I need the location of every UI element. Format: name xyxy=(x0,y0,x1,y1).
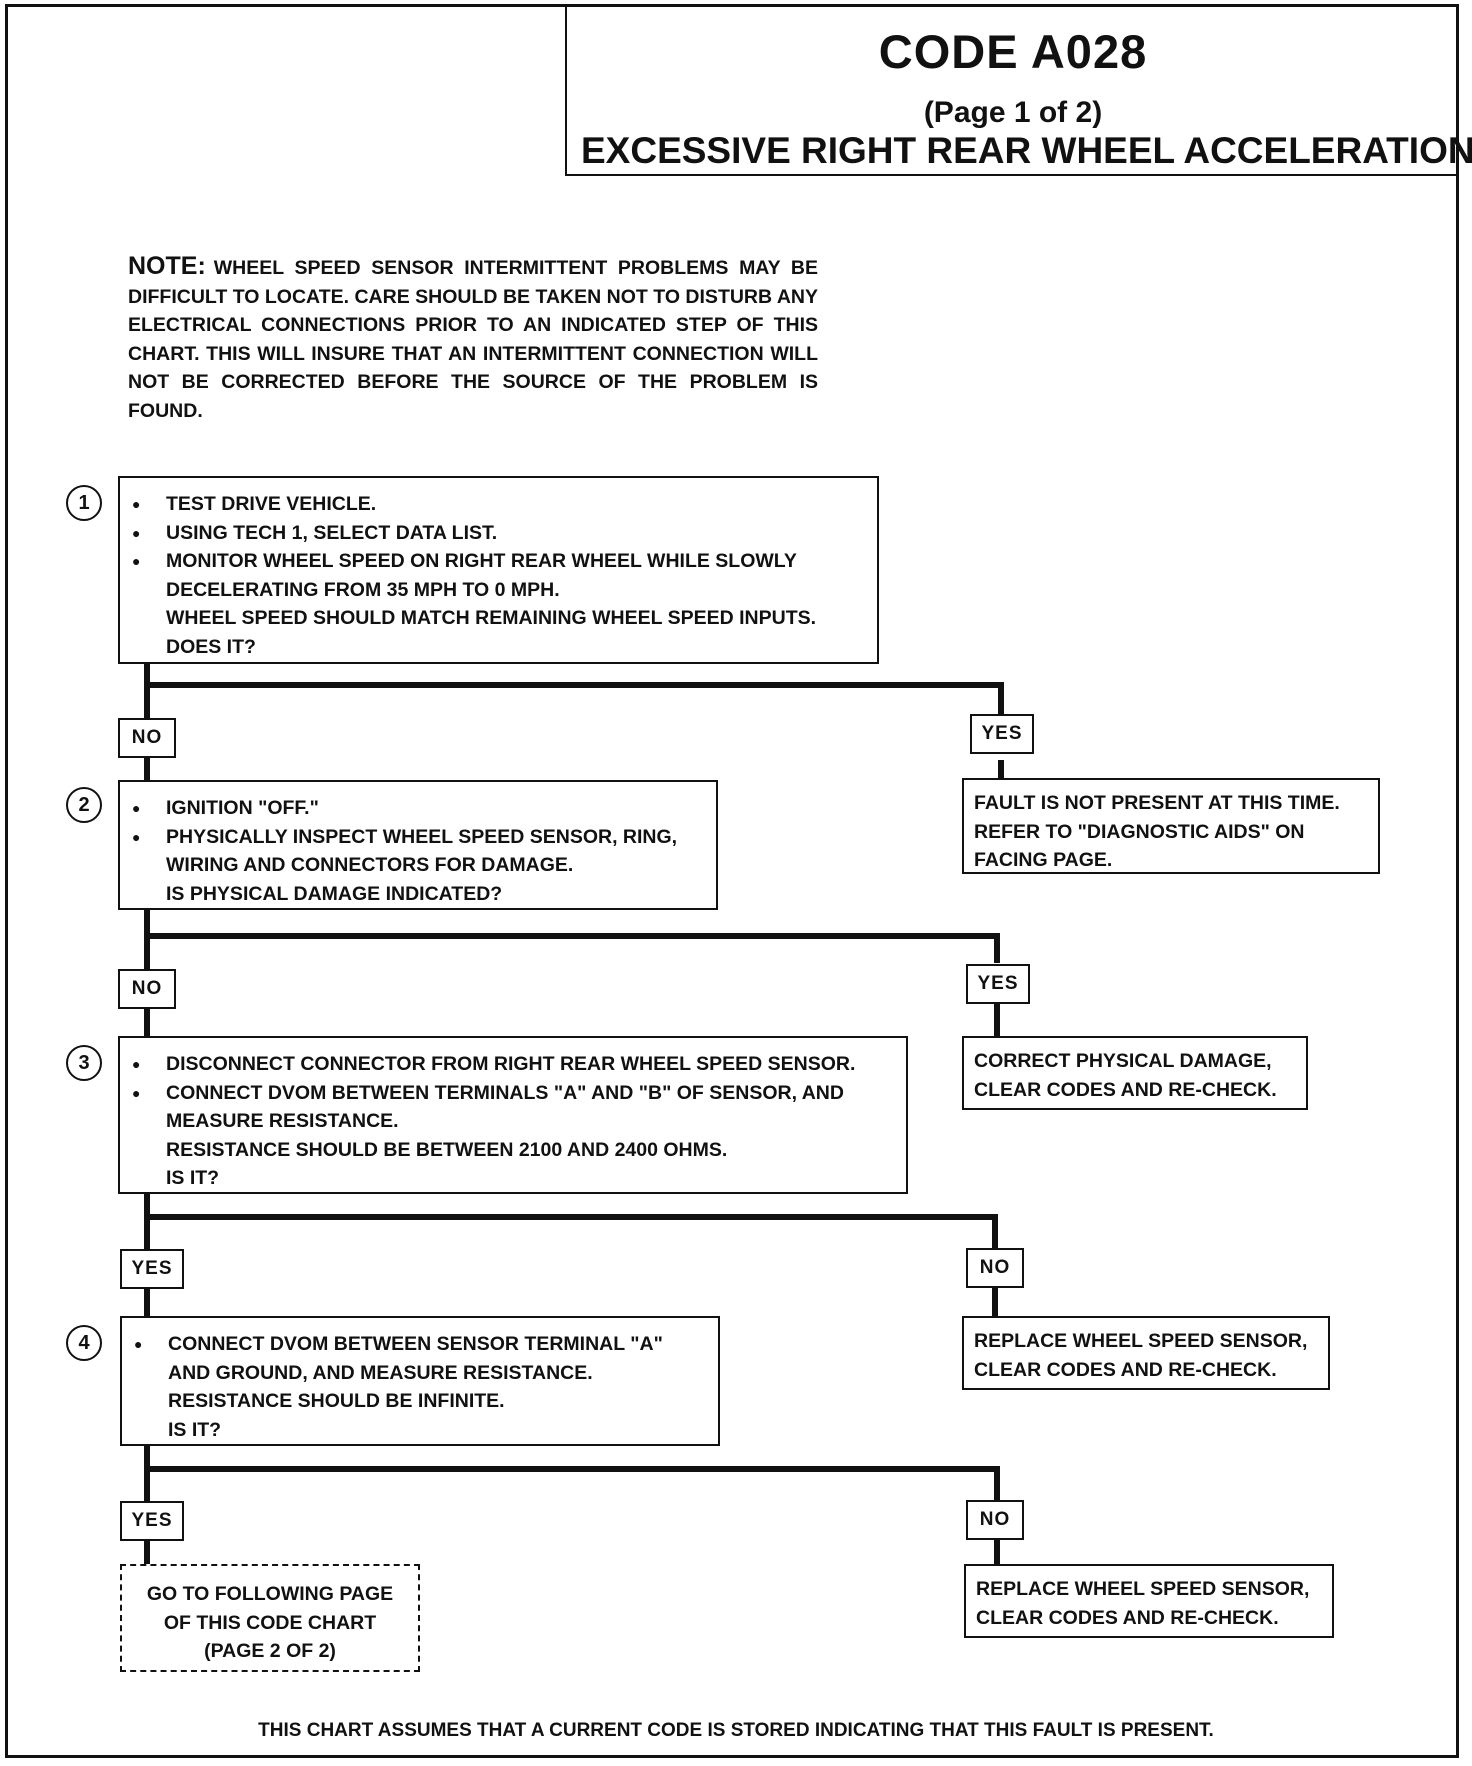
branch-tag-no: NO xyxy=(966,1248,1024,1288)
step-4-bullet: CONNECT DVOM BETWEEN SENSOR TERMINAL "A"… xyxy=(134,1330,708,1387)
result-line: CLEAR CODES AND RE-CHECK. xyxy=(974,1358,1277,1381)
note-label: NOTE: xyxy=(128,252,206,280)
result-line: REFER TO "DIAGNOSTIC AIDS" ON xyxy=(974,820,1305,843)
result-line: FACING PAGE. xyxy=(974,849,1113,871)
branch-tag-yes: YES xyxy=(120,1249,184,1289)
result-box: FAULT IS NOT PRESENT AT THIS TIME. REFER… xyxy=(962,778,1380,874)
note-text: WHEEL SPEED SENSOR INTERMITTENT PROBLEMS… xyxy=(128,257,818,422)
next-page-line: (PAGE 2 OF 2) xyxy=(204,1640,336,1662)
chart-header: CODE A028 (Page 1 of 2) EXCESSIVE RIGHT … xyxy=(565,4,1472,176)
step-2-question: IS PHYSICAL DAMAGE INDICATED? xyxy=(166,882,503,905)
step-4-question: RESISTANCE SHOULD BE INFINITE. xyxy=(168,1390,505,1412)
step-1-question: WHEEL SPEED SHOULD MATCH REMAINING WHEEL… xyxy=(166,607,817,629)
step-1-number: 1 xyxy=(66,485,102,521)
page-frame xyxy=(5,4,1459,1758)
result-box: REPLACE WHEEL SPEED SENSOR, CLEAR CODES … xyxy=(964,1564,1334,1638)
result-line: CLEAR CODES AND RE-CHECK. xyxy=(976,1606,1279,1629)
connector-line xyxy=(994,933,1000,963)
connector-line xyxy=(144,682,1004,688)
branch-tag-no: NO xyxy=(118,718,176,758)
connector-line xyxy=(144,1214,998,1220)
chart-title: EXCESSIVE RIGHT REAR WHEEL ACCELERATION xyxy=(581,130,1472,171)
next-page-line: GO TO FOLLOWING PAGE xyxy=(146,1583,394,1605)
step-2-bullet: IGNITION "OFF." xyxy=(132,794,706,823)
step-2-box: IGNITION "OFF." PHYSICALLY INSPECT WHEEL… xyxy=(118,780,718,910)
code-title: CODE A028 xyxy=(878,25,1148,78)
next-page-box: GO TO FOLLOWING PAGE OF THIS CODE CHART … xyxy=(120,1564,420,1672)
footer-note: THIS CHART ASSUMES THAT A CURRENT CODE I… xyxy=(258,1720,1214,1741)
step-4-box: CONNECT DVOM BETWEEN SENSOR TERMINAL "A"… xyxy=(120,1316,720,1446)
step-3-number: 3 xyxy=(66,1045,102,1081)
result-line: REPLACE WHEEL SPEED SENSOR, xyxy=(974,1330,1308,1352)
step-3-box: DISCONNECT CONNECTOR FROM RIGHT REAR WHE… xyxy=(118,1036,908,1194)
connector-line xyxy=(998,682,1004,728)
step-1-bullet: USING TECH 1, SELECT DATA LIST. xyxy=(132,519,867,548)
connector-line xyxy=(994,1003,1000,1037)
step-4-number: 4 xyxy=(66,1325,102,1361)
page-indicator: (Page 1 of 2) xyxy=(923,96,1103,129)
branch-tag-yes: YES xyxy=(966,964,1030,1004)
connector-line xyxy=(992,1214,998,1248)
connector-line xyxy=(144,933,1000,939)
result-line: CORRECT PHYSICAL DAMAGE, xyxy=(974,1050,1272,1072)
branch-tag-yes: YES xyxy=(970,714,1034,754)
step-2-bullet: PHYSICALLY INSPECT WHEEL SPEED SENSOR, R… xyxy=(132,823,706,880)
branch-tag-no: NO xyxy=(118,969,176,1009)
branch-tag-no: NO xyxy=(966,1500,1024,1540)
note-block: NOTE:WHEEL SPEED SENSOR INTERMITTENT PRO… xyxy=(128,252,818,425)
step-3-question: RESISTANCE SHOULD BE BETWEEN 2100 AND 24… xyxy=(166,1138,728,1161)
step-3-question: IS IT? xyxy=(166,1167,220,1189)
step-1-bullet: TEST DRIVE VEHICLE. xyxy=(132,490,867,519)
step-1-box: TEST DRIVE VEHICLE. USING TECH 1, SELECT… xyxy=(118,476,879,664)
connector-line xyxy=(994,1466,1000,1500)
result-box: REPLACE WHEEL SPEED SENSOR, CLEAR CODES … xyxy=(962,1316,1330,1390)
connector-line xyxy=(998,760,1004,782)
connector-line xyxy=(144,1466,1000,1472)
connector-line xyxy=(994,1538,1000,1566)
step-2-number: 2 xyxy=(66,787,102,823)
branch-tag-yes: YES xyxy=(120,1501,184,1541)
result-line: FAULT IS NOT PRESENT AT THIS TIME. xyxy=(974,792,1340,814)
next-page-line: OF THIS CODE CHART xyxy=(163,1611,377,1634)
connector-line xyxy=(992,1286,998,1316)
step-3-bullet: CONNECT DVOM BETWEEN TERMINALS "A" AND "… xyxy=(132,1079,896,1136)
result-line: CLEAR CODES AND RE-CHECK. xyxy=(974,1078,1277,1101)
step-1-bullet: MONITOR WHEEL SPEED ON RIGHT REAR WHEEL … xyxy=(132,547,867,604)
result-box: CORRECT PHYSICAL DAMAGE, CLEAR CODES AND… xyxy=(962,1036,1308,1110)
result-line: REPLACE WHEEL SPEED SENSOR, xyxy=(976,1578,1310,1600)
step-1-question: DOES IT? xyxy=(166,635,256,658)
step-4-question: IS IT? xyxy=(168,1418,222,1441)
step-3-bullet: DISCONNECT CONNECTOR FROM RIGHT REAR WHE… xyxy=(132,1050,896,1079)
